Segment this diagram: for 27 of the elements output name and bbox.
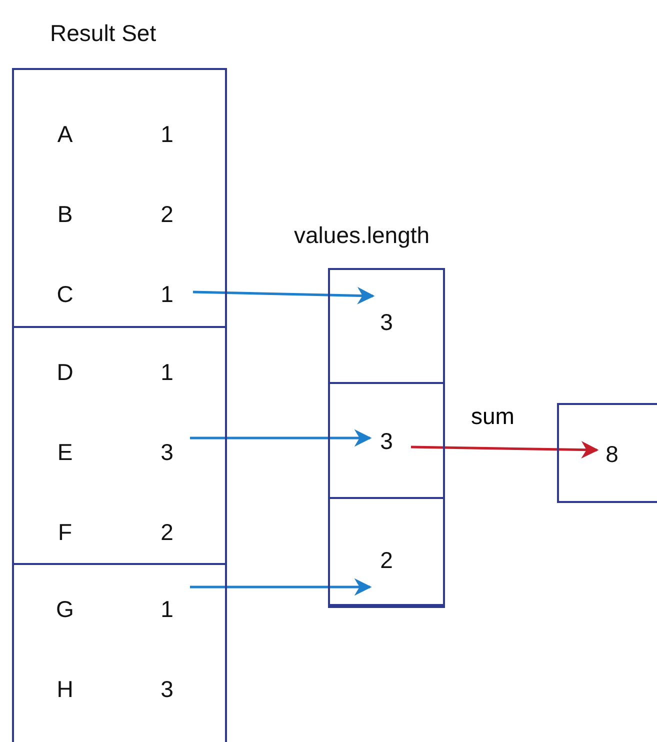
value-text: 2 <box>380 547 393 573</box>
row-value: 1 <box>160 359 174 385</box>
row-key: A <box>57 121 73 147</box>
row-key: H <box>56 676 74 702</box>
row-value: 3 <box>160 676 174 702</box>
row-value: 2 <box>160 519 174 545</box>
row-value: 1 <box>160 596 174 622</box>
value-text: 8 <box>606 441 618 467</box>
arrow <box>190 578 372 596</box>
row-key: C <box>56 281 74 307</box>
arrow <box>410 441 599 458</box>
row-key: F <box>58 519 72 545</box>
row-value: 1 <box>160 121 174 147</box>
row-value: 3 <box>160 439 174 465</box>
row-value: 1 <box>160 281 174 307</box>
row-key: E <box>57 439 73 465</box>
arrow <box>190 429 372 447</box>
value-box <box>557 403 657 503</box>
row-value: 2 <box>160 201 174 227</box>
value-text: 3 <box>380 428 393 454</box>
column-heading: values.length <box>294 222 430 248</box>
value-text: 3 <box>380 309 393 335</box>
row-key: B <box>57 201 73 227</box>
row-key: D <box>56 359 74 385</box>
column-heading: Result Set <box>50 20 156 46</box>
row-key: G <box>56 596 74 622</box>
arrow <box>192 286 375 304</box>
